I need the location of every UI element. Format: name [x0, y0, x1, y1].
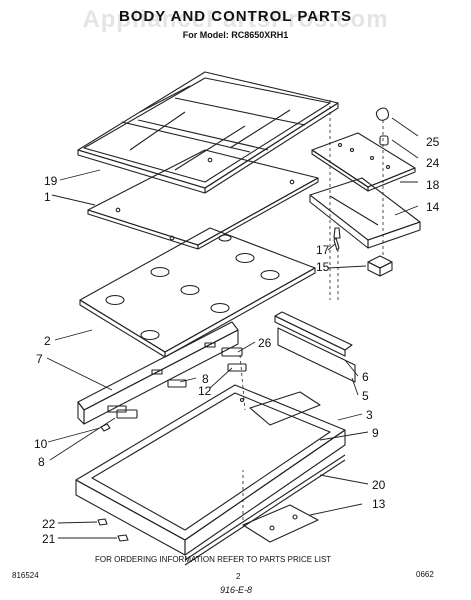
callout-7: 7 [36, 352, 43, 366]
main-body-part-3 [75, 384, 346, 556]
valve-part-15 [367, 255, 393, 277]
rear-bracket-part-5 [277, 327, 356, 383]
page-number: 2 [236, 572, 241, 581]
watermark: AppliancePartsPros.com [82, 6, 389, 33]
side-rail-part-6 [274, 311, 353, 357]
switches-part-26 [100, 347, 247, 432]
bracket-part-18 [311, 132, 416, 192]
callout-8-upper: 8 [202, 372, 209, 386]
front-trim-part-20 [184, 454, 346, 566]
cooktop-part-2 [79, 227, 316, 358]
clip-parts-22-21 [97, 518, 129, 542]
callout-17: 17 [316, 243, 330, 257]
ordering-note: FOR ORDERING INFORMATION REFER TO PARTS … [95, 555, 332, 564]
callout-9: 9 [372, 426, 379, 440]
callout-20: 20 [372, 478, 386, 492]
model-subtitle: For Model: RC8650XRH1 [182, 30, 289, 40]
callout-8-lower: 8 [38, 455, 45, 469]
callout-14: 14 [426, 200, 440, 214]
diagram-title: BODY AND CONTROL PARTS [118, 8, 353, 25]
callout-5: 5 [362, 389, 369, 403]
channel-part-14 [309, 177, 421, 249]
callout-15: 15 [316, 260, 330, 274]
callout-19: 19 [44, 174, 58, 188]
grate-frame-part-19 [77, 71, 339, 194]
document-number: 816524 [12, 571, 39, 580]
callout-6: 6 [362, 370, 369, 384]
callout-24: 24 [426, 156, 440, 170]
igniter-part-17 [333, 227, 341, 251]
callout-22: 22 [42, 517, 56, 531]
callout-12: 12 [198, 384, 212, 398]
diagram-code: 0662 [416, 570, 434, 579]
callout-13: 13 [372, 497, 386, 511]
callout-21: 21 [42, 532, 56, 546]
cover-plate-part-13 [242, 504, 319, 543]
callout-3: 3 [366, 408, 373, 422]
handwritten-note: 916-E-8 [220, 585, 253, 595]
knob-part-25 [375, 107, 390, 146]
callout-25: 25 [426, 135, 440, 149]
callout-10: 10 [34, 437, 48, 451]
glass-top-part-1 [87, 149, 319, 250]
callout-2: 2 [44, 334, 51, 348]
callout-26: 26 [258, 336, 272, 350]
callout-18: 18 [426, 178, 440, 192]
callout-1: 1 [44, 190, 51, 204]
